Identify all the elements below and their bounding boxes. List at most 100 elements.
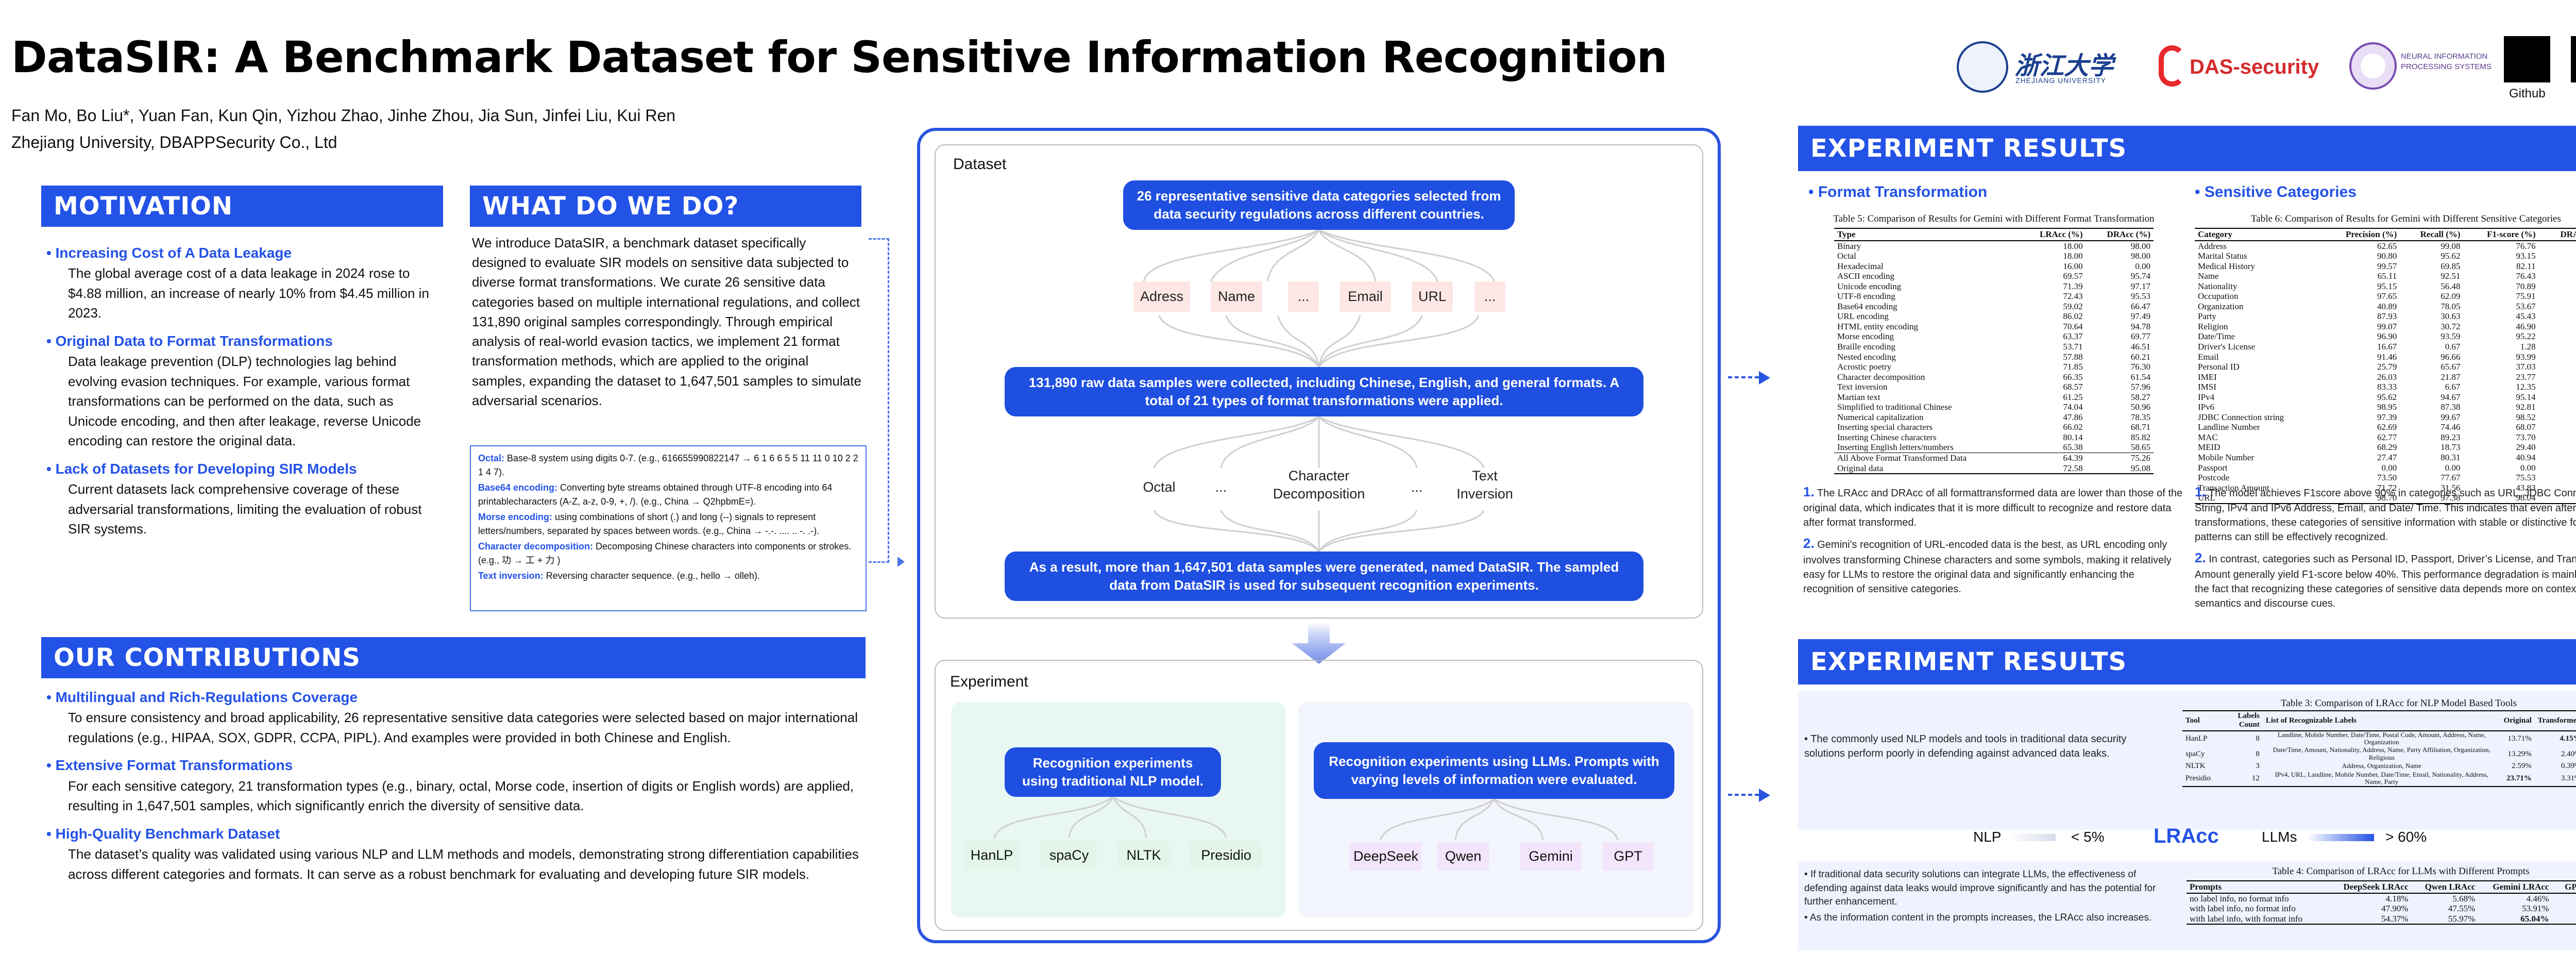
table-cell: HTML entity encoding	[1837, 321, 1919, 331]
def-desc: Reversing character sequence. (e.g., hel…	[543, 571, 760, 581]
note-number: 1.	[1803, 484, 1815, 499]
table-cell: 95.62	[2441, 251, 2461, 261]
table-cell: 76.31	[2539, 432, 2576, 443]
table-header-cell: GPT LRAcc	[2552, 880, 2576, 894]
results2-bullet-1-text: The commonly used NLP models and tools i…	[1804, 733, 2127, 759]
table-cell: Morse encoding	[1837, 331, 1894, 342]
def-term: Morse encoding:	[478, 512, 553, 522]
transform-text-inversion: Text Inversion	[1456, 468, 1513, 502]
table-cell: 62.09	[2441, 291, 2461, 302]
table-cell: Hexadecimal	[1837, 261, 1884, 271]
table-cell: 96.90	[2377, 331, 2397, 342]
table-cell: MAC	[2198, 432, 2218, 442]
table-cell: 71.39	[2063, 281, 2083, 291]
table-cell: 25.79	[2377, 362, 2397, 372]
model-nltk: NLTK	[1118, 841, 1170, 870]
def-desc: using combinations of short (.) and long…	[478, 512, 820, 536]
table-cell: 18.00	[2063, 251, 2083, 261]
table-cell: 65.80	[2539, 322, 2576, 332]
table-cell: 56.48	[2441, 281, 2461, 291]
table-cell: Religion	[2198, 321, 2228, 331]
table-cell: 99.07	[2377, 321, 2397, 331]
table-cell: 23.77	[2516, 372, 2536, 382]
table-cell: 76.43	[2516, 271, 2536, 281]
table-cell: 76.76	[2516, 241, 2536, 251]
what-header: WHAT DO WE DO?	[470, 186, 861, 227]
table-cell: Numerical capitalization	[1837, 412, 1924, 422]
table-cell: 85.82	[2130, 432, 2150, 442]
model-spacy: spaCy	[1041, 841, 1097, 870]
dashed-arrow-1	[1728, 376, 1759, 378]
table-cell: 95.53	[2130, 291, 2150, 302]
table-cell: 94.78	[2130, 321, 2150, 331]
table-header-cell: F1-score (%)	[2463, 228, 2539, 241]
table-cell: with label info, with format info	[2187, 913, 2328, 925]
table-cell: 80.14	[2063, 432, 2083, 442]
table-cell: 0.39%	[2561, 762, 2576, 771]
table-cell: Text inversion	[1837, 382, 1888, 392]
github-label: Github	[2509, 87, 2546, 101]
table-cell: 70.64	[2063, 321, 2083, 331]
zju-name: 浙江大学	[2014, 52, 2114, 80]
table-cell: 78.35	[2130, 412, 2150, 422]
table-header-cell: Category	[2195, 228, 2321, 241]
table-cell: 98.52	[2516, 412, 2536, 422]
table-cell: 58.27	[2130, 392, 2150, 402]
model-gemini: Gemini	[1520, 842, 1582, 871]
table-cell: 60.21	[2130, 352, 2150, 362]
table-cell: Nationality	[2198, 281, 2238, 291]
table-cell: 93.00	[2539, 473, 2576, 483]
table-header-cell: Type	[1834, 228, 2019, 241]
results2-bullet-3: • As the information content in the prom…	[1804, 912, 2152, 923]
table-cell: 0.00	[2445, 462, 2461, 473]
github-qr[interactable]	[2504, 36, 2550, 82]
note-text: The LRAcc and DRAcc of all formattransfo…	[1803, 488, 2183, 529]
table-cell: 46.90	[2516, 321, 2536, 331]
table-cell: 80.31	[2441, 453, 2461, 463]
table-cell: 65.85	[2539, 302, 2576, 312]
table4-caption: Table 4: Comparison of LRAcc for LLMs wi…	[2272, 866, 2530, 877]
table-cell: Landline, Mobile Number, Date/Time, Post…	[2277, 730, 2486, 746]
note-number: 2.	[1803, 536, 1815, 552]
das-logo-icon	[2159, 45, 2185, 87]
table-cell: 99.08	[2441, 241, 2461, 251]
table-cell: 13.29%	[2507, 749, 2532, 758]
table-cell: 55.79%	[2552, 904, 2576, 914]
table-cell: Presidio	[2182, 771, 2214, 788]
contribution-item-2-text: For each sensitive category, 21 transfor…	[68, 778, 854, 814]
table-cell: 66.47	[2130, 301, 2150, 311]
category-chip-more: ...	[1475, 281, 1505, 312]
table-cell: 69.85	[2441, 261, 2461, 271]
table-cell: 73.70	[2516, 432, 2536, 442]
kaggle-qr[interactable]	[2571, 36, 2576, 82]
table-cell: spaCy	[2185, 749, 2205, 758]
table-cell: 84.62	[2539, 331, 2576, 342]
table-cell: 8	[2256, 734, 2260, 743]
table-cell: 94.67	[2441, 392, 2461, 402]
notes-right: 1. The model achieves F1score above 90% …	[2195, 482, 2576, 611]
table-cell: 0.67	[2445, 342, 2461, 352]
table-cell: 87.00	[2539, 392, 2576, 403]
table-cell: 97.49	[2130, 311, 2150, 322]
table-cell: Simplified to traditional Chinese	[1837, 402, 1952, 412]
table-header-cell: Tool	[2182, 710, 2214, 731]
fan-lines-1	[1143, 230, 1495, 281]
table-cell: UTF-8 encoding	[1837, 291, 1895, 302]
results2-bullet-2-text: If traditional data security solutions c…	[1804, 869, 2156, 908]
category-chip-adress: Adress	[1133, 281, 1190, 312]
table-cell: Base64 encoding	[1837, 301, 1897, 311]
lracc-legend: NLP < 5% LRAcc LLMs > 60%	[1973, 823, 2458, 854]
